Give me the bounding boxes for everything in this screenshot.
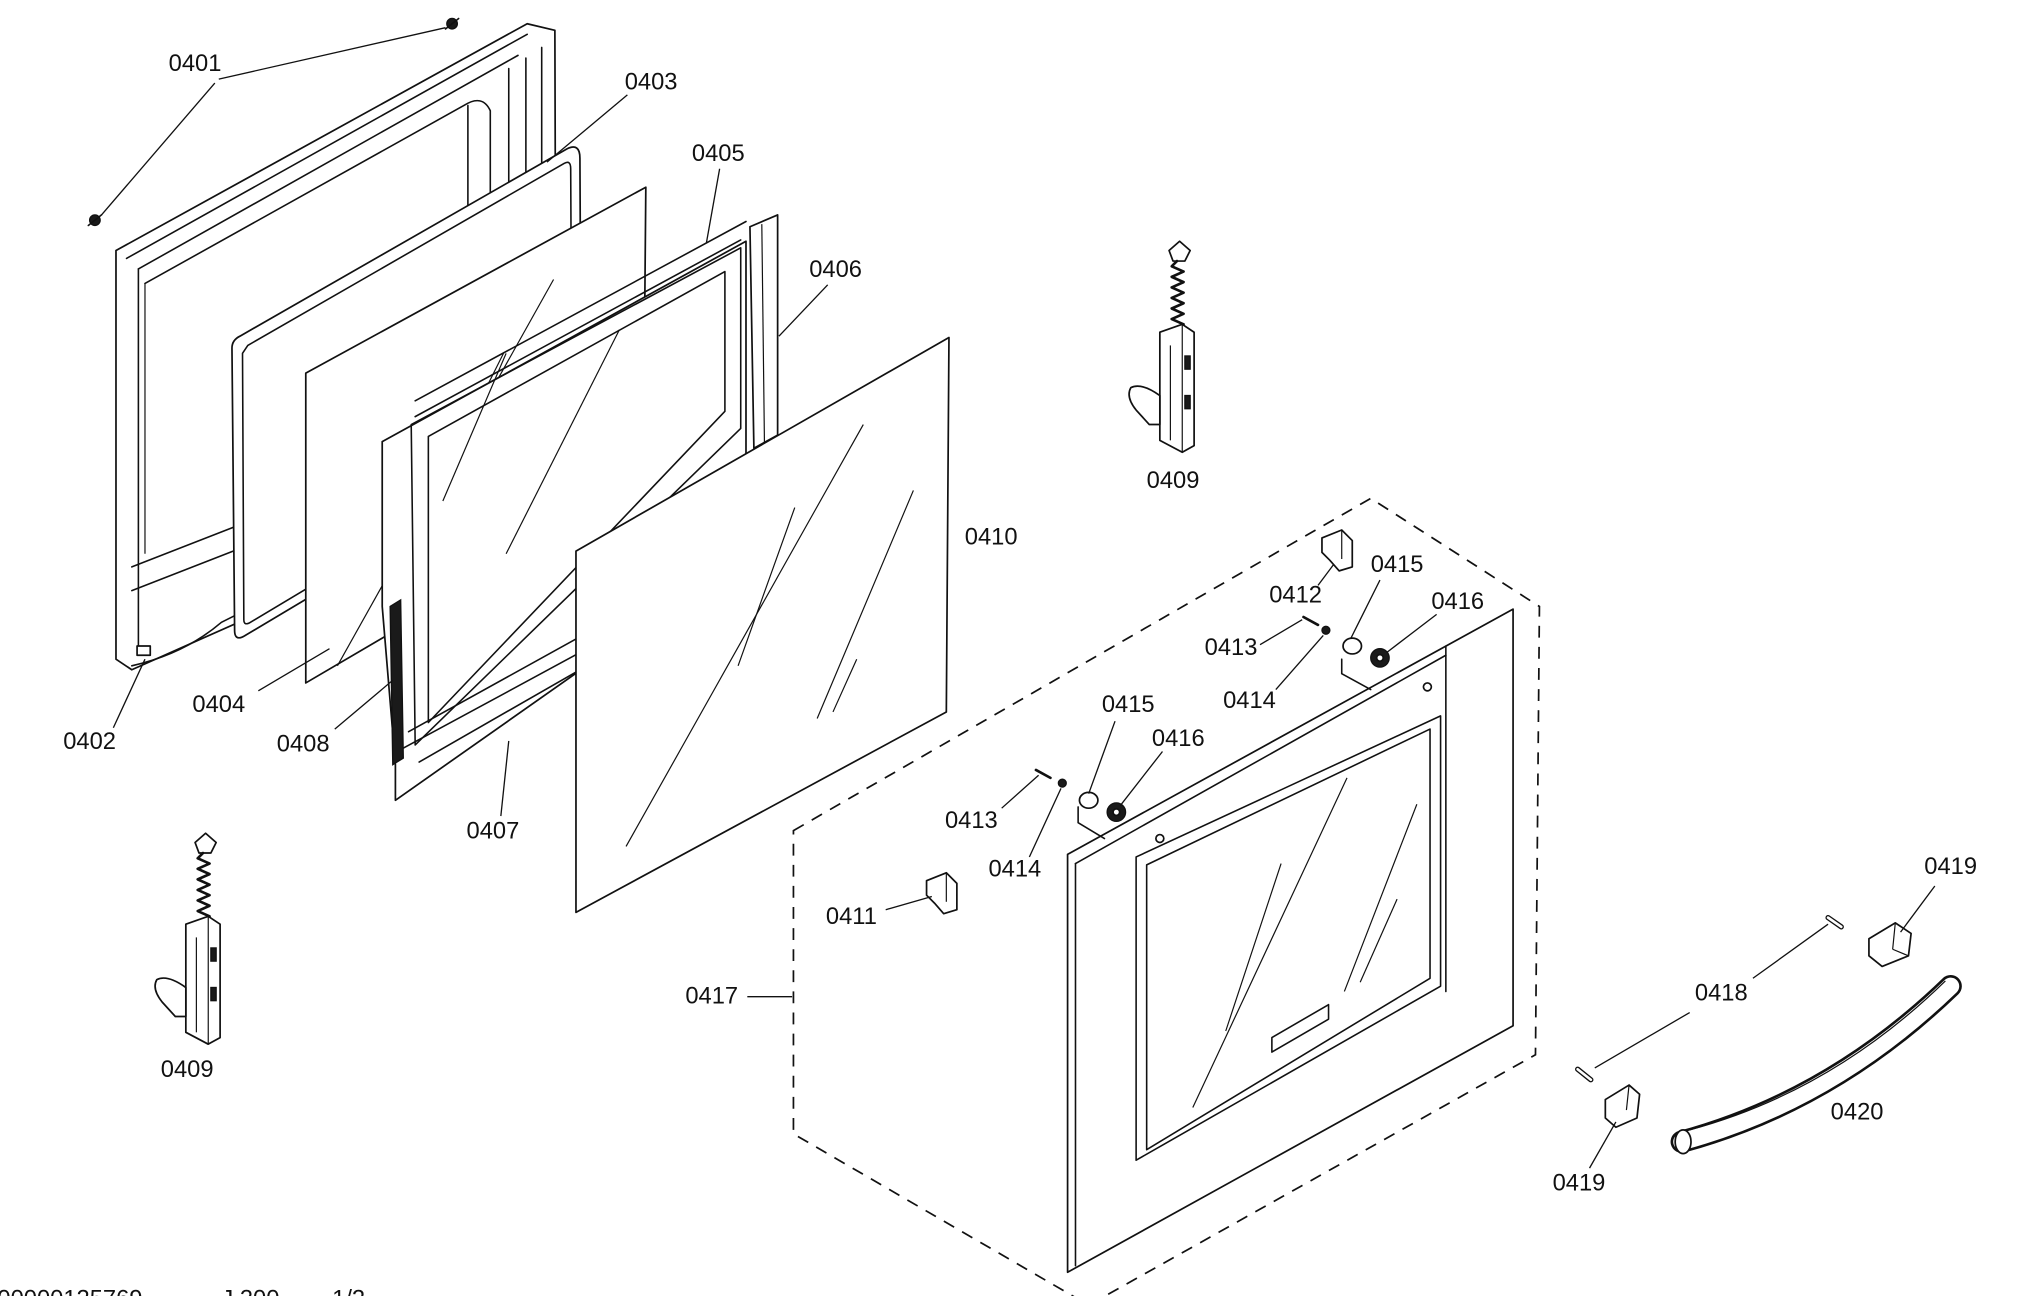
- glass-frame-0405: [401, 220, 747, 763]
- callout-0405: 0405: [692, 141, 745, 167]
- washer-0415-upper: [1342, 637, 1363, 655]
- callout-0420: 0420: [1831, 1099, 1884, 1125]
- washer-0416-lower: [1106, 802, 1127, 823]
- leader-0402: [112, 658, 146, 729]
- nut-0414-lower: [1057, 778, 1067, 788]
- bracket-lower: [1077, 806, 1106, 840]
- callout-0419-lower: 0419: [1553, 1171, 1606, 1197]
- leader-0404: [257, 648, 330, 692]
- leader-0401-b: [100, 82, 216, 216]
- side-strip-0406: [749, 214, 779, 450]
- callout-0412: 0412: [1269, 583, 1322, 609]
- callout-0417: 0417: [685, 983, 738, 1009]
- footer: 00000125769 J 300 1/2: [0, 1287, 365, 1296]
- callout-0416-upper: 0416: [1431, 589, 1484, 615]
- leader-0416-lower: [1119, 751, 1164, 806]
- callout-0406: 0406: [809, 257, 862, 283]
- leader-0401-a: [218, 27, 446, 80]
- callout-0404: 0404: [192, 692, 245, 718]
- screw-0401-lower: [87, 214, 103, 227]
- washer-0415-lower: [1078, 791, 1099, 810]
- pin-0418-upper: [1825, 914, 1844, 930]
- hinge-0409-lower: [154, 832, 221, 1046]
- end-cap-0419-upper: [1868, 922, 1912, 968]
- leader-0407: [500, 740, 510, 817]
- leader-0414-lower: [1028, 788, 1062, 858]
- callout-0416-lower: 0416: [1152, 726, 1205, 752]
- footer-drawing-id: 00000125769: [0, 1287, 142, 1296]
- callout-0407: 0407: [467, 819, 520, 845]
- callout-0408: 0408: [277, 731, 330, 757]
- leader-0415-lower: [1088, 720, 1116, 794]
- glass-pane-0410: [575, 336, 950, 914]
- leader-0416-upper: [1386, 613, 1438, 654]
- leader-0415-upper: [1350, 579, 1381, 639]
- leader-lines: [100, 27, 1936, 1169]
- callout-0414-lower: 0414: [988, 857, 1041, 883]
- handle-bar-0420: [1670, 974, 1962, 1155]
- leader-0419-upper: [1900, 885, 1936, 933]
- callout-0413-upper: 0413: [1205, 635, 1258, 661]
- callout-0419-upper: 0419: [1924, 854, 1977, 880]
- assembly-outline-0417: [792, 497, 1541, 1296]
- callout-0409-upper: 0409: [1147, 468, 1200, 494]
- callout-0403: 0403: [625, 70, 678, 96]
- seal-strip-0408: [389, 598, 404, 766]
- clip-0412: [1321, 529, 1354, 572]
- leader-0414-upper: [1275, 635, 1324, 690]
- leader-0406: [778, 284, 829, 337]
- callout-0401: 0401: [169, 51, 222, 77]
- callout-0415-upper: 0415: [1371, 552, 1424, 578]
- leader-0413-upper: [1259, 619, 1303, 646]
- screw-0413-lower: [1034, 768, 1052, 780]
- footer-page: 1/2: [332, 1287, 365, 1296]
- screw-0401-upper: [444, 17, 460, 30]
- callout-0413-lower: 0413: [945, 808, 998, 834]
- leader-0418-a: [1752, 923, 1829, 979]
- leader-0408: [334, 679, 394, 730]
- leader-0411: [885, 895, 933, 911]
- callout-0418: 0418: [1695, 981, 1748, 1007]
- callout-0414-upper: 0414: [1223, 688, 1276, 714]
- leader-0418-b: [1594, 1011, 1691, 1069]
- end-cap-0419-lower: [1604, 1084, 1641, 1129]
- leader-0405: [705, 168, 721, 243]
- nut-0414-upper: [1321, 625, 1331, 635]
- hinge-0409-upper: [1128, 240, 1195, 454]
- callout-0411: 0411: [826, 904, 877, 930]
- footer-code: J 300: [221, 1287, 279, 1296]
- bracket-upper: [1340, 658, 1372, 691]
- door-front-0417: [1066, 608, 1514, 1274]
- washer-0416-upper: [1370, 648, 1390, 668]
- leader-0419-lower: [1588, 1121, 1617, 1169]
- callout-labels: 0401 0403 0405 0406 0409 0410 0412 0415 …: [63, 51, 1977, 1196]
- callout-0415-lower: 0415: [1102, 692, 1155, 718]
- callout-0409-lower: 0409: [161, 1057, 214, 1083]
- callout-0410: 0410: [965, 525, 1018, 551]
- leader-0403: [546, 94, 628, 163]
- callout-0402: 0402: [63, 729, 116, 755]
- clip-0411: [925, 871, 958, 915]
- pin-0418-lower: [1575, 1066, 1594, 1083]
- leader-0412: [1317, 563, 1335, 586]
- screw-0413-upper: [1302, 615, 1320, 627]
- leader-0413-lower: [1001, 774, 1040, 809]
- panel-0407: [381, 240, 747, 802]
